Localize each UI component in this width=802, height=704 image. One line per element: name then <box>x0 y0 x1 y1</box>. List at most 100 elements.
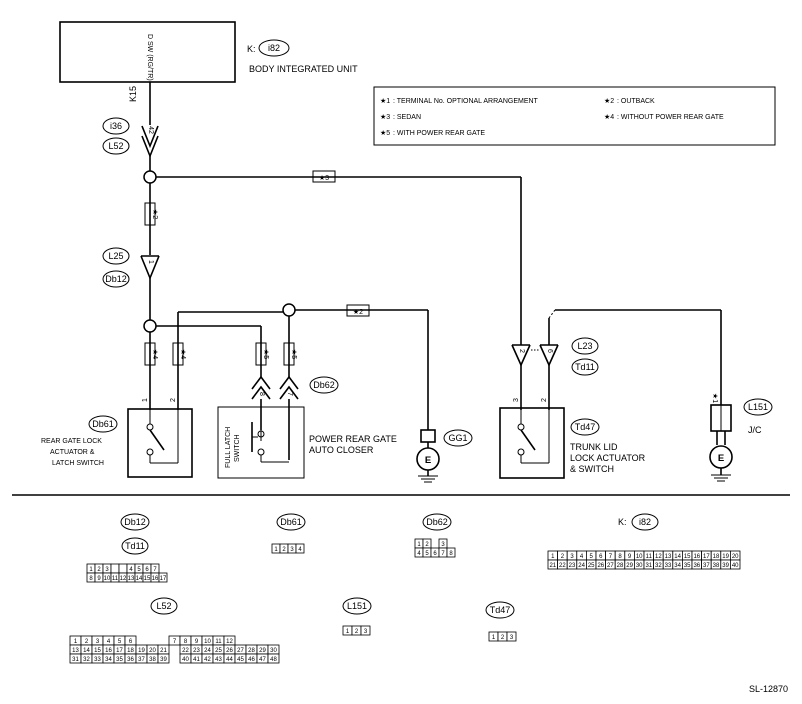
pin-number: 3 <box>105 567 109 573</box>
pin-number: 1 <box>346 629 350 635</box>
connector-i82-oval <box>258 39 290 57</box>
pin-number: 6 <box>599 554 603 560</box>
pin-number: 1 <box>417 542 421 548</box>
pin-number: 9 <box>97 576 101 582</box>
mark-without-power-2: ★4 <box>179 349 187 359</box>
pin-number: 6 <box>145 567 149 573</box>
power-closer-label: POWER REAR GATE AUTO CLOSER <box>309 434 399 455</box>
connector-db62-label: Db62 <box>313 380 335 390</box>
connector-l151-label: L151 <box>748 402 768 412</box>
rear-gate-lock-line2: ACTUATOR & <box>50 449 95 456</box>
pin-cell <box>360 625 371 636</box>
pin-number: 20 <box>732 554 739 560</box>
connector-i36-label: i36 <box>110 121 122 131</box>
pin-number: 21 <box>549 563 556 569</box>
pin-number: 3 <box>364 629 368 635</box>
pin-number: 4 <box>298 547 302 553</box>
legend-mark-5: ★5 <box>380 129 390 137</box>
pin-number: 19 <box>138 648 145 654</box>
pin-number: 2 <box>282 547 286 553</box>
pin-number: 14 <box>136 576 143 582</box>
pin-cell <box>267 653 280 664</box>
rear-gate-lock-line3: LATCH SWITCH <box>52 460 104 467</box>
pin-number: 7 <box>173 639 177 645</box>
pin-number: 16 <box>105 648 112 654</box>
pin-number: 22 <box>559 563 566 569</box>
pin-number: 9 <box>628 554 632 560</box>
pin-number: 6 <box>433 551 437 557</box>
pin-number: 23 <box>569 563 576 569</box>
pin-number: 18 <box>127 648 134 654</box>
pin-number: 13 <box>72 648 79 654</box>
pin-number: 26 <box>226 648 233 654</box>
pin-number: 39 <box>160 657 167 663</box>
full-latch-line1: FULL LATCH <box>225 427 232 468</box>
pin-number: 2 <box>85 639 89 645</box>
pin-number: 40 <box>732 563 739 569</box>
legend-mark-4: ★4 <box>604 113 614 121</box>
view-l52-label: L52 <box>156 601 171 611</box>
legend-mark-3: ★3 <box>380 113 390 121</box>
pin-number: 1 <box>492 635 496 641</box>
pin-number: 28 <box>617 563 624 569</box>
ground-gg1-connector <box>420 429 436 443</box>
legend-text-3: : SEDAN <box>393 114 421 121</box>
full-latch-label: FULL LATCH SWITCH <box>225 425 241 468</box>
connector-td47-label: Td47 <box>575 422 596 432</box>
pin-number: 32 <box>83 657 90 663</box>
pin-number: 13 <box>665 554 672 560</box>
pin-number: 45 <box>237 657 244 663</box>
pin-number: 4 <box>107 639 111 645</box>
body-unit-name: BODY INTEGRATED UNIT <box>249 64 358 74</box>
pin-number: 3 <box>290 547 294 553</box>
pin-number: 38 <box>713 563 720 569</box>
pin-number: 4 <box>580 554 584 560</box>
connector-db61-label: Db61 <box>92 419 114 429</box>
mark-without-power-1: ★4 <box>151 349 159 359</box>
body-unit-connector-prefix: K: <box>247 44 256 54</box>
pin-number: 5 <box>137 567 141 573</box>
junction-middle <box>143 319 157 333</box>
pin-cell <box>506 631 517 642</box>
pin-number: 7 <box>153 567 157 573</box>
pin-number: 16 <box>693 554 700 560</box>
pin-cell <box>118 563 128 574</box>
pin-number: 8 <box>184 639 188 645</box>
pin-cell <box>158 572 168 583</box>
pin-cell <box>295 543 305 554</box>
pin-number: 33 <box>665 563 672 569</box>
ground-gg1-e: E <box>425 455 431 466</box>
connector-l23-label: L23 <box>577 341 592 351</box>
pin-number: 3 <box>510 635 514 641</box>
pin-number: 12 <box>655 554 662 560</box>
connector-i82-label: i82 <box>268 43 280 53</box>
pin-number: 41 <box>193 657 200 663</box>
pin-l23-left: 2 <box>518 349 525 353</box>
pin-number: 35 <box>116 657 123 663</box>
pin-number: 31 <box>72 657 79 663</box>
view-td11-label: Td11 <box>125 541 145 551</box>
pin-number: 13 <box>128 576 135 582</box>
pin-number: 30 <box>636 563 643 569</box>
pin-number: 5 <box>590 554 594 560</box>
legend-text-5: : WITH POWER REAR GATE <box>393 130 485 137</box>
power-closer-box <box>217 406 305 479</box>
pin-number: 44 <box>226 657 233 663</box>
pin-number: 31 <box>645 563 652 569</box>
connector-l23-symbol <box>511 344 559 367</box>
pin-number: 20 <box>149 648 156 654</box>
pin-number: 46 <box>248 657 255 663</box>
full-latch-line2: SWITCH <box>234 434 241 462</box>
legend-box <box>373 86 776 146</box>
pin-number: 12 <box>226 639 233 645</box>
pin-number: 27 <box>607 563 614 569</box>
pin-number: 16 <box>152 576 159 582</box>
pin-cell <box>446 547 456 558</box>
jc-label: J/C <box>748 425 762 435</box>
view-i82-prefix: K: <box>618 517 627 527</box>
pin-number: 24 <box>578 563 585 569</box>
pin-number: 9 <box>195 639 199 645</box>
pin-number: 6 <box>129 639 133 645</box>
pin-number: 2 <box>355 629 359 635</box>
